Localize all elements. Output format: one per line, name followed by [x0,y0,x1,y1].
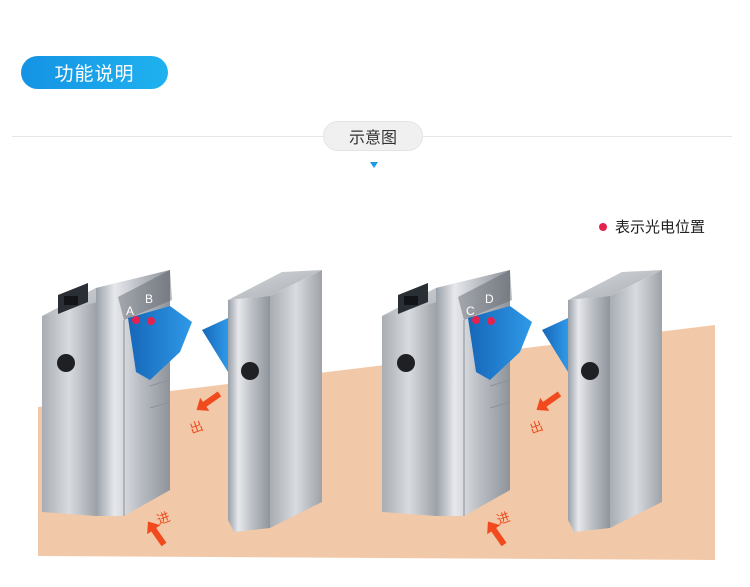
left-cabinet [42,270,172,516]
indicator-light-icon [397,354,415,372]
sensor-label: D [485,292,494,306]
right-cabinet [568,270,662,532]
entry-arrow-icon [147,521,167,547]
turnstile-pair-1: A B 出 进 [42,270,322,547]
indicator-light-icon [241,362,259,380]
sensor-dot-icon [147,317,155,325]
sensor-dot-icon [132,316,140,324]
sensor-label: C [466,304,475,318]
entry-arrow-icon [487,521,507,547]
exit-label: 出 [528,419,545,438]
sensor-label: A [126,304,134,318]
caret-down-icon [370,162,378,168]
exit-label: 出 [188,419,205,438]
floor-area [38,325,715,560]
legend-label: 表示光电位置 [615,218,706,236]
diagram-label: 示意图 [348,128,397,147]
exit-arrow-icon [536,391,562,411]
section-title: 功能说明 [54,63,135,85]
indicator-light-icon [581,362,599,380]
right-cabinet [228,270,322,532]
left-cabinet [382,270,512,516]
left-flap [468,306,532,380]
legend: 表示光电位置 [599,216,705,237]
sensor-dot-icon [599,222,607,231]
turnstile-pair-2: C D 出 进 [382,270,662,547]
sensor-label: B [145,292,153,306]
indicator-light-icon [57,354,75,372]
entry-label: 进 [495,510,512,529]
sensor-dot-icon [487,317,495,325]
entry-label: 进 [155,510,172,529]
right-flap [202,318,228,372]
section-title-badge: 功能说明 [21,56,168,89]
left-flap [128,306,192,380]
right-flap [542,318,568,372]
diagram-label-pill: 示意图 [323,121,423,151]
exit-arrow-icon [196,391,222,411]
sensor-dot-icon [472,316,480,324]
